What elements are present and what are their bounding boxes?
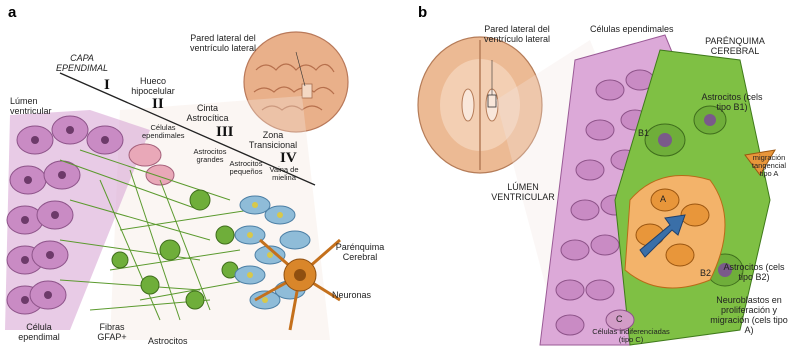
label-astrocitos-a: Astrocitos <box>148 336 188 346</box>
label-pared-lateral-b: Pared lateral del ventrículo lateral <box>476 24 558 44</box>
panel-letter-b: b <box>418 4 427 21</box>
label-celulas-ependimales-b: Células ependimales <box>590 24 674 34</box>
roman-i: I <box>104 77 110 94</box>
label-neuronas: Neuronas <box>332 290 371 300</box>
label-celulas-indiferenciadas: Células indiferenciadas (tipo C) <box>588 328 674 344</box>
label-vaina: Vaina de mielina <box>264 166 304 182</box>
label-neuroblastos: Neuroblastos en proliferación y migració… <box>710 295 788 335</box>
label-hueco: Hueco hipocelular <box>128 76 178 96</box>
label-fibras: Fibras GFAP+ <box>92 322 132 342</box>
label-astrocitos-b2: Astrocitos (cels tipo B2) <box>722 262 786 282</box>
roman-ii: II <box>152 96 164 113</box>
label-parenquima-a: Parénquima Cerebral <box>330 242 390 262</box>
label-astrocitos-pequenos: Astrocitos pequeños <box>224 160 268 176</box>
label-pared-lateral-a: Pared lateral del ventrículo lateral <box>178 33 268 53</box>
tag-c: C <box>616 314 623 324</box>
panel-b: b Pared lateral del ventrículo lateral C… <box>410 0 794 355</box>
label-capa-ependimal: CAPA EPENDIMAL <box>52 53 112 73</box>
label-celula-ependimal: Célula ependimal <box>14 322 64 342</box>
label-astrocitos-b1: Astrocitos (cels tipo B1) <box>700 92 764 112</box>
label-lumen-b: LÚMEN VENTRICULAR <box>488 182 558 202</box>
panel-a: a Pared lateral del ventrículo lateral C… <box>0 0 410 355</box>
tag-b1: B1 <box>638 128 649 138</box>
tag-b2: B2 <box>700 268 711 278</box>
roman-iii: III <box>216 124 234 141</box>
label-migracion: migración tangencial tipo A <box>746 154 792 178</box>
label-cinta: Cinta Astrocítica <box>180 103 235 123</box>
tag-a: A <box>660 194 666 204</box>
label-parenquima-b: PARÉNQUIMA CEREBRAL <box>690 36 780 56</box>
label-zona: Zona Transicional <box>242 130 304 150</box>
panel-letter-a: a <box>8 4 16 21</box>
label-celulas-ependimales-a: Células ependimales <box>142 124 184 140</box>
label-lumen-a: Lúmen ventricular <box>10 96 60 116</box>
